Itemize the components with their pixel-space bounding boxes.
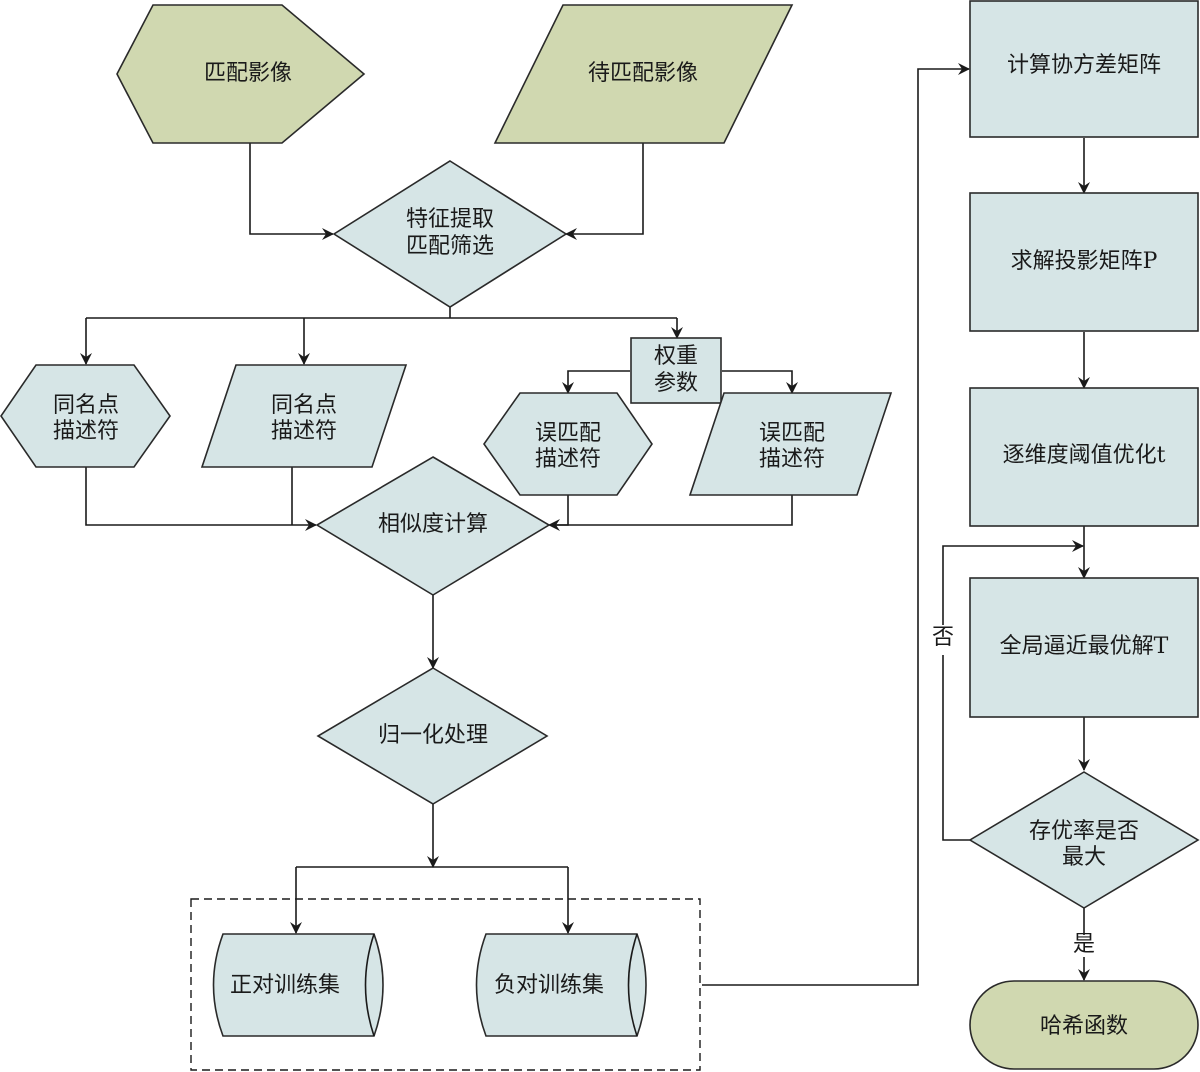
node-label-line1: 存优率是否 [1029, 819, 1139, 844]
node-label: 负对训练集 [494, 973, 604, 998]
node-feature-extract: 特征提取 匹配筛选 [332, 160, 568, 308]
node-label-line2: 描述符 [759, 447, 825, 472]
node-projection: 求解投影矩阵P [969, 192, 1199, 332]
node-label-line2: 参数 [654, 371, 698, 396]
node-label-line1: 同名点 [271, 393, 337, 418]
node-threshold-opt: 逐维度阈值优化t [969, 387, 1199, 527]
node-label-line1: 误匹配 [535, 421, 601, 446]
edge-match-to-extract [249, 143, 334, 240]
node-label-line1: 误匹配 [759, 421, 825, 446]
node-label: 匹配影像 [204, 61, 292, 86]
node-label-line2: 描述符 [535, 447, 601, 472]
node-negative-set: 负对训练集 [475, 933, 647, 1037]
edge-homonym-hex-to-sim [85, 467, 317, 531]
node-homonym-desc-hex: 同名点 描述符 [0, 364, 171, 468]
edge-mismatch-hex-to-sim [550, 495, 569, 526]
node-label-line1: 权重 [654, 344, 698, 369]
node-match-image: 匹配影像 [116, 4, 366, 144]
node-label: 哈希函数 [1040, 1014, 1128, 1039]
node-label: 全局逼近最优解T [1000, 634, 1169, 659]
node-label: 相似度计算 [378, 512, 488, 537]
node-decision: 存优率是否 最大 [968, 771, 1200, 909]
edge-sets-to-covariance [702, 63, 970, 986]
node-to-match-image: 待匹配影像 [493, 4, 794, 144]
node-similarity-calc: 相似度计算 [315, 456, 551, 596]
node-label: 归一化处理 [378, 723, 488, 748]
node-label: 逐维度阈值优化t [1003, 443, 1166, 468]
node-covariance: 计算协方差矩阵 [969, 0, 1199, 138]
node-label: 待匹配影像 [588, 61, 698, 86]
edge-no-loop [942, 540, 1084, 841]
node-label-line1: 特征提取 [406, 207, 494, 232]
node-label-line2: 描述符 [271, 419, 337, 444]
node-label-line2: 描述符 [53, 419, 119, 444]
node-homonym-desc-para: 同名点 描述符 [200, 364, 408, 468]
node-weight-params: 权重 参数 [630, 337, 722, 404]
node-global-opt: 全局逼近最优解T [969, 577, 1199, 718]
node-positive-set: 正对训练集 [212, 933, 384, 1037]
node-label: 计算协方差矩阵 [1007, 53, 1161, 78]
node-mismatch-desc-para: 误匹配 描述符 [688, 392, 893, 496]
node-label-line2: 匹配筛选 [406, 234, 494, 259]
node-normalize: 归一化处理 [316, 667, 549, 805]
edge-weight-to-mismatch-hex [562, 370, 630, 394]
edge-label-no: 否 [932, 625, 954, 650]
edge-weight-to-mismatch-para [722, 370, 798, 394]
node-mismatch-desc-hex: 误匹配 描述符 [483, 392, 653, 496]
node-hash-function: 哈希函数 [969, 980, 1199, 1070]
edge-mismatch-para-to-sim [548, 495, 793, 531]
edge-tomatch-to-extract [565, 143, 644, 240]
node-label: 求解投影矩阵P [1011, 249, 1158, 274]
node-label: 正对训练集 [230, 973, 340, 998]
node-label-line2: 最大 [1062, 845, 1106, 870]
edges [80, 63, 1090, 986]
node-label-line1: 同名点 [53, 393, 119, 418]
no-label-bg [932, 625, 954, 655]
edge-label-yes: 是 [1073, 932, 1095, 957]
training-set-group [190, 898, 701, 1071]
